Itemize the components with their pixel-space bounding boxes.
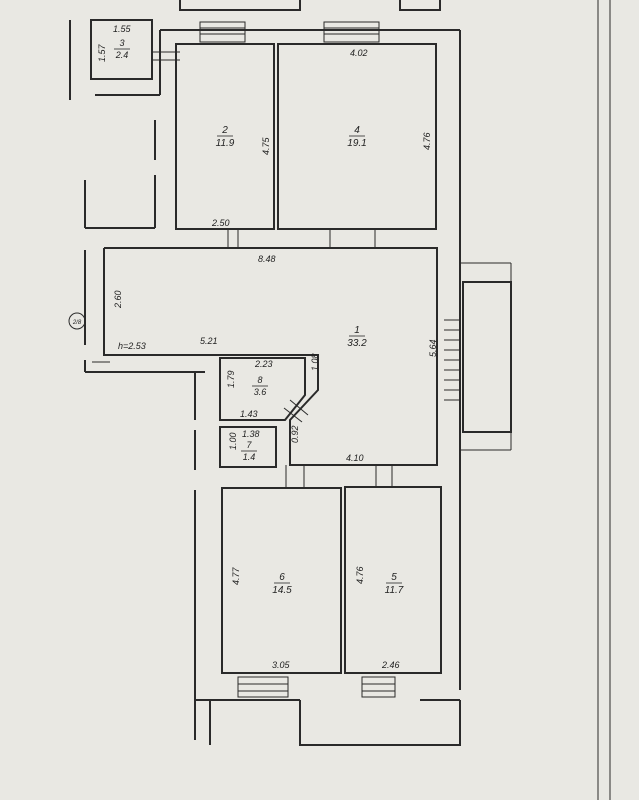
room-7-area: 1.4: [243, 452, 256, 462]
dim-r7-top: 1.38: [242, 429, 260, 439]
room-6-outline: [221, 487, 342, 674]
room-2-number: 2: [221, 125, 228, 136]
dim-r8-top: 2.23: [254, 359, 273, 369]
dim-hall-top: 8.48: [258, 254, 276, 264]
dim-hall-left: 2.60: [113, 290, 123, 309]
dim-r4-top: 4.02: [350, 48, 368, 58]
room-5-outline: [344, 486, 442, 674]
ceiling-height: h=2.53: [118, 341, 146, 351]
marker-label: 2/8: [72, 320, 82, 326]
room-4-outline: [277, 43, 437, 230]
room-1-outline: [103, 247, 438, 466]
marker-circle: [68, 312, 86, 330]
room-5-number: 5: [391, 572, 397, 583]
dim-r7-right: 0.92: [290, 425, 300, 443]
dim-r8-right: 1.08: [310, 353, 320, 371]
dim-r6-height: 4.77: [231, 566, 241, 585]
balcony: [444, 262, 512, 451]
room-5-area: 11.7: [385, 585, 404, 596]
room-4-area: 19.1: [347, 138, 366, 149]
room-7-outline: [219, 426, 277, 468]
room-3-area: 2.4: [115, 50, 129, 60]
room-8-number: 8: [257, 375, 262, 385]
room-4-number: 4: [354, 125, 360, 136]
room-7-number: 7: [246, 440, 252, 450]
window-marks: [199, 21, 396, 698]
room-2-outline: [175, 43, 275, 230]
dim-r3-top: 1.55: [113, 24, 132, 34]
dim-hall-bottom-left: 5.21: [200, 336, 218, 346]
room-8-area: 3.6: [254, 387, 267, 397]
dim-r2-height: 4.75: [261, 136, 271, 155]
dim-r5-bottom: 2.46: [381, 660, 400, 670]
dim-r8-left: 1.79: [226, 370, 236, 388]
room-6-area: 14.5: [272, 585, 292, 596]
dim-r2-bottom: 2.50: [211, 218, 230, 228]
room-1-number: 1: [354, 325, 360, 336]
dim-r4-height: 4.76: [422, 132, 432, 150]
room-6-number: 6: [279, 572, 285, 583]
dim-r5-height: 4.76: [355, 566, 365, 584]
room-1-area: 33.2: [347, 338, 367, 349]
room-2-area: 11.9: [216, 138, 235, 149]
dim-r7-left: 1.00: [228, 432, 238, 450]
room-8-outline: [219, 357, 306, 421]
room-3-number: 3: [119, 38, 124, 48]
dim-r6-bottom: 3.05: [272, 660, 291, 670]
dim-hall-bottom-right: 4.10: [346, 453, 364, 463]
outer-walls: [69, 0, 461, 746]
dim-r8-bottom: 1.43: [240, 409, 258, 419]
dim-hall-right: 5.64: [428, 339, 438, 357]
room-3-outline: [90, 19, 153, 80]
door-marks: [92, 51, 393, 488]
dim-r3-left: 1.57: [97, 43, 107, 62]
